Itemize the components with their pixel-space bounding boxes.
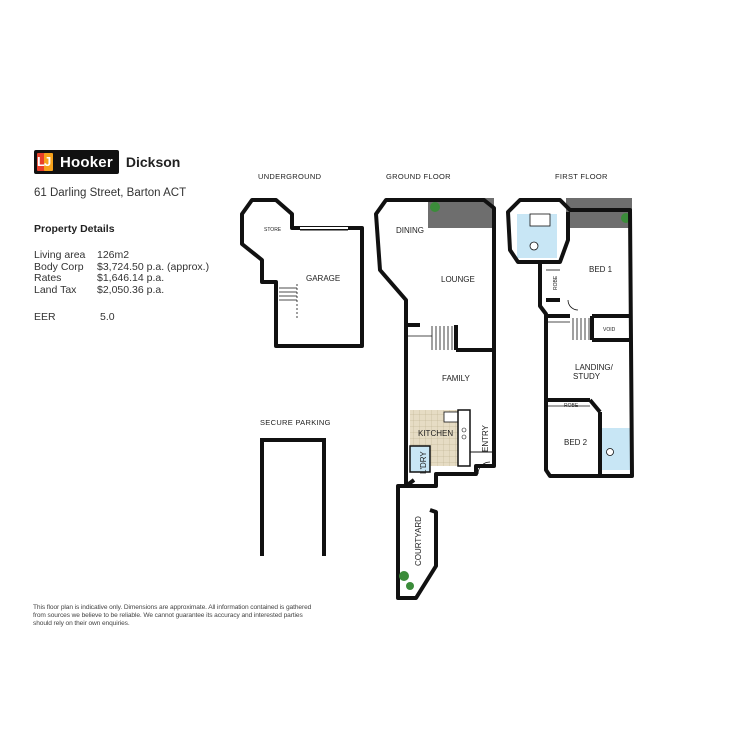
agency-branding: LJ Hooker Dickson (34, 150, 180, 174)
underground-title: UNDERGROUND (258, 172, 322, 181)
laundry-label: L'DRY (419, 451, 428, 474)
plant-icon (430, 202, 440, 212)
landing-label-2: STUDY (573, 372, 601, 381)
property-address: 61 Darling Street, Barton ACT (34, 187, 187, 199)
disclaimer-text: This floor plan is indicative only. Dime… (33, 604, 312, 628)
fact-label: Land Tax (34, 283, 77, 296)
logo-mark-icon: LJ (34, 150, 60, 174)
property-facts: Living area 126m2 Body Corp $3,724.50 p.… (34, 249, 210, 297)
logo-mark-text: LJ (37, 154, 51, 169)
robe1-label: ROBE (553, 275, 559, 290)
fact-value: 126m2 (97, 249, 130, 261)
eer-value: 5.0 (100, 311, 115, 323)
fact-row: Living area 126m2 (34, 249, 209, 262)
fact-label: Body Corp (34, 260, 84, 273)
secure-parking-title: SECURE PARKING (260, 418, 331, 427)
property-details-title: Property Details (34, 223, 115, 235)
ground-floor-title: GROUND FLOOR (386, 172, 451, 181)
first-floor-plan (506, 198, 634, 478)
family-label: FAMILY (442, 374, 471, 383)
sink-icon (443, 411, 459, 423)
store-label: STORE (264, 227, 282, 233)
garage-label: GARAGE (306, 274, 340, 283)
underground-plan (240, 198, 364, 348)
dining-label: DINING (396, 226, 424, 235)
fact-row: Rates $1,646.14 p.a. (34, 272, 209, 285)
fact-row: Body Corp $3,724.50 p.a. (approx.) (34, 260, 210, 274)
fact-value: $2,050.36 p.a. (97, 283, 165, 296)
secure-parking-outline (260, 438, 326, 556)
bed2-label: BED 2 (564, 438, 588, 447)
logo-word: Hooker (60, 153, 113, 171)
first-floor-title: FIRST FLOOR (555, 172, 608, 181)
fact-value: $1,646.14 p.a. (97, 272, 165, 284)
eer-label: EER (34, 311, 56, 323)
robe2-label: ROBE (564, 403, 579, 409)
lounge-label: LOUNGE (441, 275, 475, 284)
fact-value: $3,724.50 p.a. (approx.) (97, 260, 210, 273)
office-name: Dickson (125, 154, 181, 170)
fact-label: Rates (34, 272, 62, 284)
fact-label: Living area (34, 249, 86, 261)
ground-floor-plan (374, 198, 496, 600)
entry-label: ENTRY (481, 424, 490, 452)
kitchen-label: KITCHEN (418, 429, 453, 438)
courtyard-label: COURTYARD (414, 516, 423, 566)
bathtub-icon (529, 213, 551, 227)
bathroom-floor (602, 428, 630, 470)
courtyard-plant-icon (399, 571, 409, 581)
toilet-icon (529, 241, 539, 251)
lj-hooker-logo: LJ Hooker (34, 150, 119, 174)
laundry-area (409, 445, 431, 473)
void-label: VOID (603, 327, 616, 333)
bed1-label: BED 1 (589, 265, 613, 274)
eer-rating: EER 5.0 (34, 311, 115, 323)
landing-label: LANDING/ (575, 363, 614, 372)
fact-row: Land Tax $2,050.36 p.a. (34, 283, 209, 297)
